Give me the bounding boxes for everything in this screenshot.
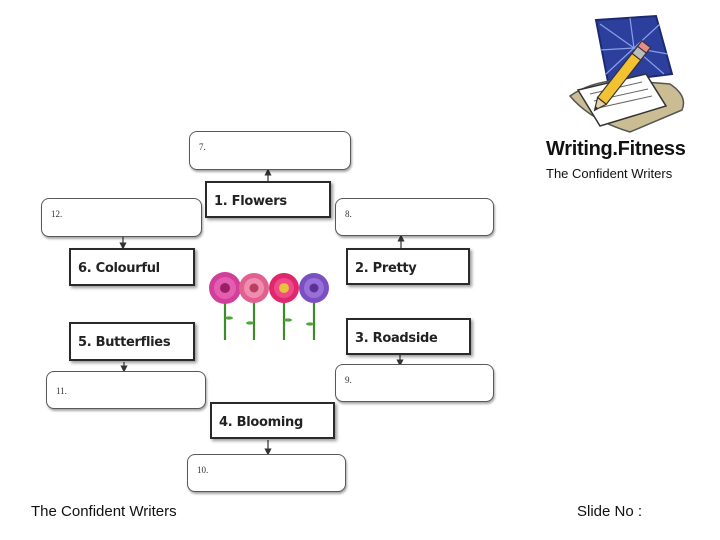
flower-red xyxy=(269,273,299,303)
word-label: 3. Roadside xyxy=(355,331,438,346)
slot-box-10: 10. xyxy=(187,454,346,492)
word-box-3: 3. Roadside xyxy=(346,318,471,355)
slot-label: 7. xyxy=(199,142,206,152)
slot-box-8: 8. xyxy=(335,198,494,236)
slot-label: 11. xyxy=(56,386,67,396)
flower-purple xyxy=(299,273,329,303)
slot-box-12: 12. xyxy=(41,198,202,237)
slot-label: 10. xyxy=(197,465,209,475)
word-box-5: 5. Butterflies xyxy=(69,322,195,361)
flowers-image xyxy=(209,272,329,340)
word-label: 4. Blooming xyxy=(219,415,303,430)
slot-box-7: 7. xyxy=(189,131,351,170)
word-label: 5. Butterflies xyxy=(78,335,171,350)
word-label: 2. Pretty xyxy=(355,261,417,276)
word-box-4: 4. Blooming xyxy=(210,402,335,439)
pencil-paper-icon xyxy=(568,14,685,133)
logo-subtitle: The Confident Writers xyxy=(546,166,673,181)
word-box-2: 2. Pretty xyxy=(346,248,470,285)
word-box-1: 1. Flowers xyxy=(205,181,331,218)
slot-label: 12. xyxy=(51,209,63,219)
slot-box-9: 9. xyxy=(335,364,494,402)
word-box-6: 6. Colourful xyxy=(69,248,195,286)
slot-label: 9. xyxy=(345,375,352,385)
logo-title: Writing.Fitness xyxy=(546,138,686,160)
word-label: 6. Colourful xyxy=(78,261,160,276)
word-label: 1. Flowers xyxy=(214,194,287,209)
slide-number-label: Slide No : xyxy=(577,503,643,520)
flower-magenta xyxy=(209,272,241,304)
flower-pink xyxy=(239,273,269,303)
footer-brand: The Confident Writers xyxy=(31,503,177,520)
slot-box-11: 11. xyxy=(46,371,206,409)
slot-label: 8. xyxy=(345,209,352,219)
